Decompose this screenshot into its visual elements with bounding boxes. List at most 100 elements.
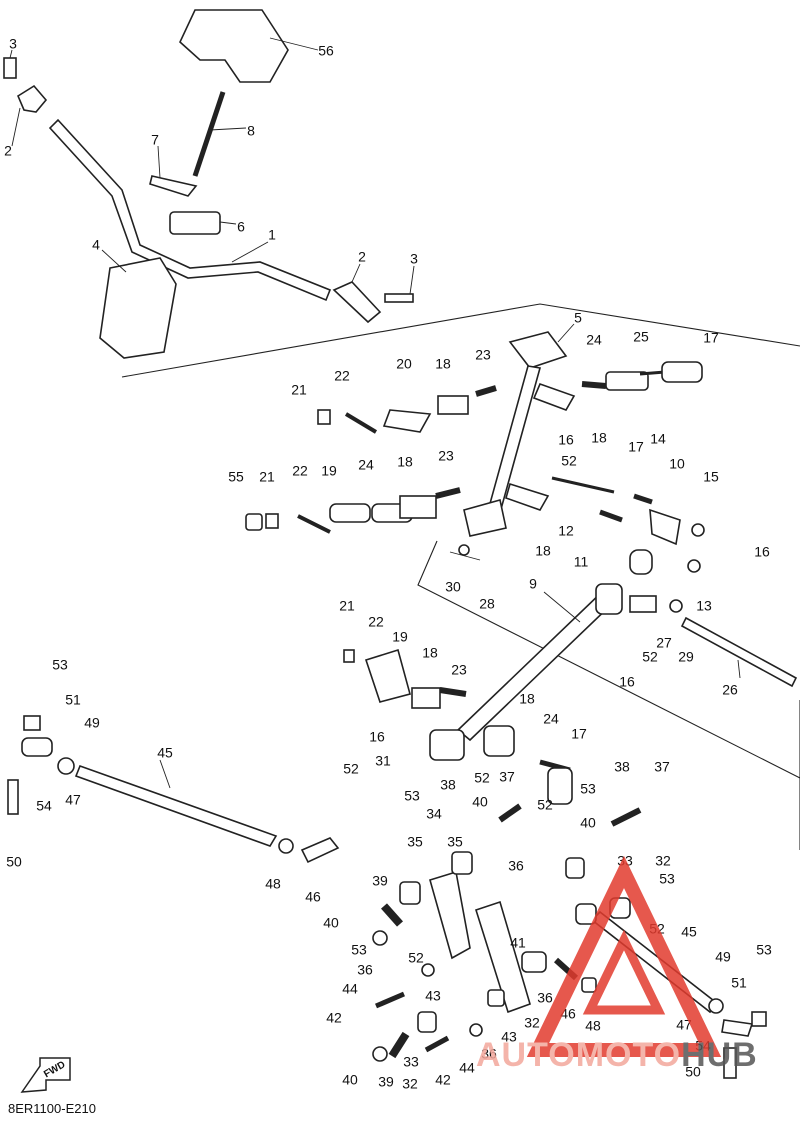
callout-c2b: 2 — [358, 249, 366, 265]
callout-c7: 7 — [151, 132, 159, 148]
callout-c21c: 21 — [339, 598, 355, 614]
callout-c15: 15 — [703, 469, 719, 485]
callout-c53b: 53 — [404, 788, 420, 804]
shaft-9 — [456, 583, 683, 742]
callout-c37b: 37 — [654, 759, 670, 775]
callout-c16a: 16 — [558, 432, 574, 448]
upper-linkage-row — [317, 361, 703, 434]
pivot-arms-lower — [372, 803, 642, 1062]
callout-c16b: 16 — [754, 544, 770, 560]
callout-c12: 12 — [558, 523, 574, 539]
callout-c52a: 52 — [561, 453, 577, 469]
callout-c18a: 18 — [435, 356, 451, 372]
callout-c17a: 17 — [703, 330, 719, 346]
forward-direction-arrow: FWD — [20, 1057, 71, 1093]
cover-56 — [179, 9, 319, 83]
callout-c50b: 50 — [685, 1064, 701, 1080]
callout-c6: 6 — [237, 219, 245, 235]
callout-c53f: 53 — [756, 942, 772, 958]
callout-c40d: 40 — [342, 1072, 358, 1088]
callout-c21b: 21 — [259, 469, 275, 485]
middle-linkage-row — [245, 476, 705, 575]
callout-c42b: 42 — [435, 1072, 451, 1088]
callout-c39a: 39 — [372, 873, 388, 889]
callout-c3a: 3 — [9, 36, 17, 52]
watermark-text-b: HUB — [681, 1036, 758, 1074]
bolt-3-left — [3, 49, 17, 79]
callout-c47b: 47 — [676, 1017, 692, 1033]
callout-c18d: 18 — [535, 543, 551, 559]
callout-c36d: 36 — [481, 1046, 497, 1062]
callout-c48b: 48 — [585, 1018, 601, 1034]
holder-4 — [99, 249, 177, 359]
callout-c53e: 53 — [351, 942, 367, 958]
callout-c52f: 52 — [408, 950, 424, 966]
callout-c37a: 37 — [499, 769, 515, 785]
shaft-26 — [680, 616, 798, 688]
callout-c10: 10 — [669, 456, 685, 472]
callout-c29: 29 — [678, 649, 694, 665]
callout-c26: 26 — [722, 682, 738, 698]
callout-c44b: 44 — [459, 1060, 475, 1076]
callout-c51b: 51 — [731, 975, 747, 991]
callout-c49a: 49 — [84, 715, 100, 731]
assembly-frame-lines — [121, 303, 800, 850]
callout-c52c: 52 — [474, 770, 490, 786]
callout-c2a: 2 — [4, 143, 12, 159]
callout-c40a: 40 — [472, 794, 488, 810]
callout-c23b: 23 — [438, 448, 454, 464]
callout-c1: 1 — [268, 227, 276, 243]
clip-7 — [149, 145, 198, 197]
tie-rod-45-left — [7, 715, 340, 864]
watermark-logo: AUTOMOTOHUB — [476, 855, 758, 1074]
callout-c31: 31 — [375, 753, 391, 769]
callout-c53d: 53 — [659, 871, 675, 887]
callout-labels: 1223345678910111213141516161616171717181… — [4, 36, 772, 1092]
callout-c53c: 53 — [580, 781, 596, 797]
callout-c22b: 22 — [292, 463, 308, 479]
callout-c18c: 18 — [397, 454, 413, 470]
callout-c35a: 35 — [407, 834, 423, 850]
callout-c44a: 44 — [342, 981, 358, 997]
callout-c24c: 24 — [543, 711, 559, 727]
clamp-6 — [169, 211, 237, 235]
callout-c24a: 24 — [586, 332, 602, 348]
callout-c17c: 17 — [571, 726, 587, 742]
watermark-text-a: AUTOMOTO — [476, 1036, 681, 1074]
callout-c17b: 17 — [628, 439, 644, 455]
handlebar-1 — [48, 118, 332, 302]
callout-c43b: 43 — [501, 1029, 517, 1045]
callout-c52b: 52 — [642, 649, 658, 665]
callout-c40b: 40 — [580, 815, 596, 831]
callout-c40c: 40 — [323, 915, 339, 931]
callout-c5: 5 — [574, 310, 582, 326]
lower-left-link-assembly — [343, 648, 573, 805]
callout-c22a: 22 — [334, 368, 350, 384]
callout-c35b: 35 — [447, 834, 463, 850]
callout-c38b: 38 — [614, 759, 630, 775]
callout-c36c: 36 — [537, 990, 553, 1006]
callout-c30: 30 — [445, 579, 461, 595]
callout-c34: 34 — [426, 806, 442, 822]
callout-c23a: 23 — [475, 347, 491, 363]
callout-c47a: 47 — [65, 792, 81, 808]
callout-c54a: 54 — [36, 798, 52, 814]
callout-c36b: 36 — [357, 962, 373, 978]
callout-c18f: 18 — [519, 691, 535, 707]
callout-c8: 8 — [247, 123, 255, 139]
callout-c56: 56 — [318, 43, 334, 59]
callout-c14: 14 — [650, 431, 666, 447]
diagram-code-label: 8ER1100-E210 — [8, 1101, 96, 1116]
callout-c48a: 48 — [265, 876, 281, 892]
callout-c32c: 32 — [402, 1076, 418, 1092]
callout-c28: 28 — [479, 596, 495, 612]
callout-c16d: 16 — [369, 729, 385, 745]
stay-rod-8 — [192, 91, 247, 177]
callout-c43a: 43 — [425, 988, 441, 1004]
callout-c23c: 23 — [451, 662, 467, 678]
callout-c25: 25 — [633, 329, 649, 345]
callout-c52e: 52 — [537, 797, 553, 813]
callout-c19b: 19 — [392, 629, 408, 645]
grip-end-2-left — [11, 84, 48, 147]
